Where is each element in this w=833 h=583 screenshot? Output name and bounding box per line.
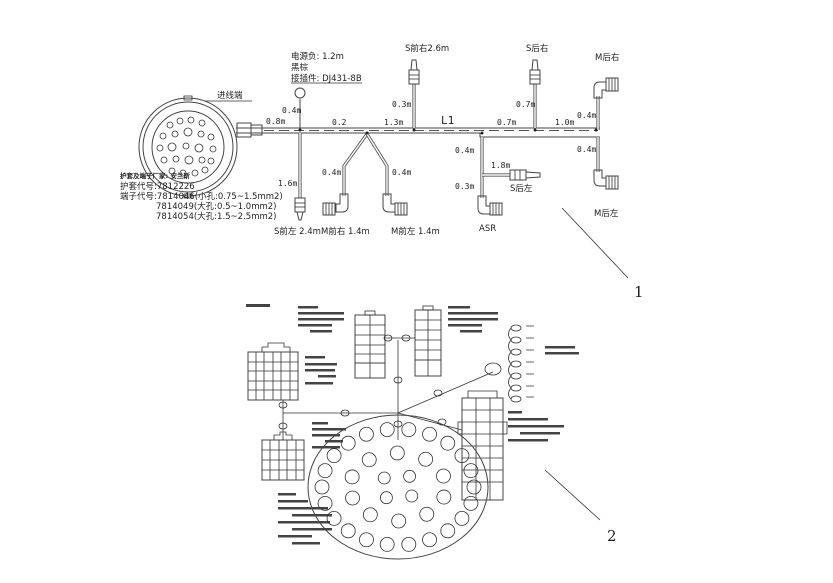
connector-block-top-2: [414, 305, 442, 377]
inlet-label: 进线端: [217, 90, 243, 101]
segment-label: 1.6m: [278, 179, 297, 188]
sensor-s-rear-left-icon: [509, 169, 541, 181]
inlet-round-connector: [138, 95, 238, 199]
pin-circle: [380, 491, 393, 505]
spec-line: 7814049(大孔:0.5~1.0mm2): [156, 201, 276, 212]
pin-circle: [463, 463, 479, 479]
segment-label: 0.3m: [455, 182, 474, 191]
pin-circle: [403, 469, 416, 483]
pin-circle: [317, 463, 333, 479]
connector-pinout-drawing-2: 2: [246, 304, 617, 560]
connector-asr-icon: [477, 195, 503, 216]
sensor-s-front-left-icon: [294, 197, 306, 221]
pin-circle: [326, 448, 342, 464]
illegible-note-bars: [278, 306, 579, 545]
spec-line: 7814054(大孔:1.5~2.5mm2): [156, 211, 276, 222]
pin-circle: [466, 479, 482, 495]
pin-circle: [436, 489, 452, 505]
round-connector-pinout: [307, 414, 489, 560]
spec-block: 护套及端子厂家: 安兰斯 护套代号:7812226 端子代号:7814046(小…: [120, 171, 283, 222]
power-connector-text: 接插件: DJ431-8B: [291, 73, 362, 84]
spec-line: 护套代号:7812226: [120, 181, 195, 192]
pin-circle: [362, 507, 378, 523]
callout-leader-2: [544, 469, 601, 521]
pin-circle: [317, 495, 333, 511]
pin-circle: [377, 471, 391, 485]
segment-label: 1.0m: [555, 118, 574, 127]
endpoint-label: S前右2.6m: [405, 43, 449, 54]
pin-circle: [422, 532, 437, 548]
pin-circle: [389, 445, 405, 461]
endpoint-label: ASR: [479, 224, 496, 234]
segment-label: 1.3m: [384, 118, 403, 127]
segment-label: 0.4m: [577, 111, 596, 120]
sensor-s-front-right-icon: [408, 59, 420, 85]
endpoint-label: M后左: [594, 208, 619, 219]
pin-circle: [454, 510, 470, 526]
pin-circle: [440, 435, 456, 451]
segment-label: 0.7m: [497, 118, 516, 127]
pin-circle: [359, 532, 374, 548]
segment-label: 0.4m: [282, 106, 301, 115]
pin-circle: [440, 523, 456, 539]
spec-line: 端子代号:7814046(小孔:0.75~1.5mm2): [120, 191, 283, 202]
pin-circle: [405, 489, 419, 503]
pin-circle: [463, 495, 479, 511]
endpoint-label: S后右: [526, 43, 548, 54]
segment-label: 0.3m: [392, 100, 411, 109]
spec-line: 护套及端子厂家: 安兰斯: [120, 171, 190, 180]
segment-label: 0.7m: [516, 100, 535, 109]
lamp-connector-column: [508, 324, 534, 403]
pin-circle: [418, 451, 434, 467]
callout-leader-1: [561, 207, 629, 279]
pin-circle: [345, 490, 360, 506]
ground-terminal-icon: [484, 362, 502, 376]
connector-block-top-1: [354, 310, 386, 379]
segment-label: 0.4m: [577, 145, 596, 154]
sensor-s-rear-right-icon: [529, 59, 541, 85]
pin-circle: [344, 469, 360, 485]
connector-m-rear-left-icon: [593, 169, 619, 190]
endpoint-label: S后左: [510, 183, 533, 194]
connector-m-rear-right-icon: [593, 77, 619, 99]
pin-circle: [401, 422, 417, 437]
pin-circle: [359, 426, 374, 442]
power-neg-text: 电源负: 1.2m: [291, 51, 344, 62]
callout-number-2: 2: [607, 527, 617, 545]
pin-circle: [326, 510, 342, 526]
ring-terminal-icon: [294, 87, 306, 99]
segment-label: 0.8m: [266, 117, 285, 126]
segment-label: 0.4m: [392, 168, 411, 177]
pin-circle: [379, 537, 395, 552]
segment-label: 1.8m: [491, 161, 510, 170]
pin-circle: [340, 523, 356, 539]
pin-circle: [379, 422, 395, 437]
segment-label: 0.4m: [322, 168, 341, 177]
pin-circle: [422, 426, 437, 442]
segment-label: 0.2: [332, 118, 347, 127]
inlet-sleeve: [236, 122, 252, 138]
callout-number-1: 1: [634, 283, 644, 301]
pin-circle: [361, 452, 377, 468]
endpoint-label: M前右 1.4m: [321, 226, 370, 237]
pin-circle: [436, 468, 451, 484]
pin-circle: [391, 513, 407, 529]
pin-circle: [454, 448, 470, 464]
power-color-text: 黑棕: [291, 62, 309, 73]
pin-circle: [401, 537, 417, 552]
endpoint-label: M前左 1.4m: [391, 226, 440, 237]
pin-circle: [340, 435, 356, 451]
connector-m-front-left-icon: [382, 193, 408, 216]
pin-circle: [419, 506, 435, 522]
endpoint-label: M后右: [595, 52, 619, 63]
segment-label-l1: L1: [441, 114, 454, 127]
connector-m-front-right-icon: [322, 193, 349, 216]
connector-block-asr: [457, 390, 508, 501]
pin-circle: [314, 479, 330, 495]
harness-drawing-1: 进线端 电源负: 1.2m 黑棕 接插件: DJ431-8B: [120, 43, 644, 301]
connector-block-left: [247, 342, 299, 401]
endpoint-label: S前左 2.4m: [274, 226, 321, 237]
segment-label: 0.4m: [455, 146, 474, 155]
